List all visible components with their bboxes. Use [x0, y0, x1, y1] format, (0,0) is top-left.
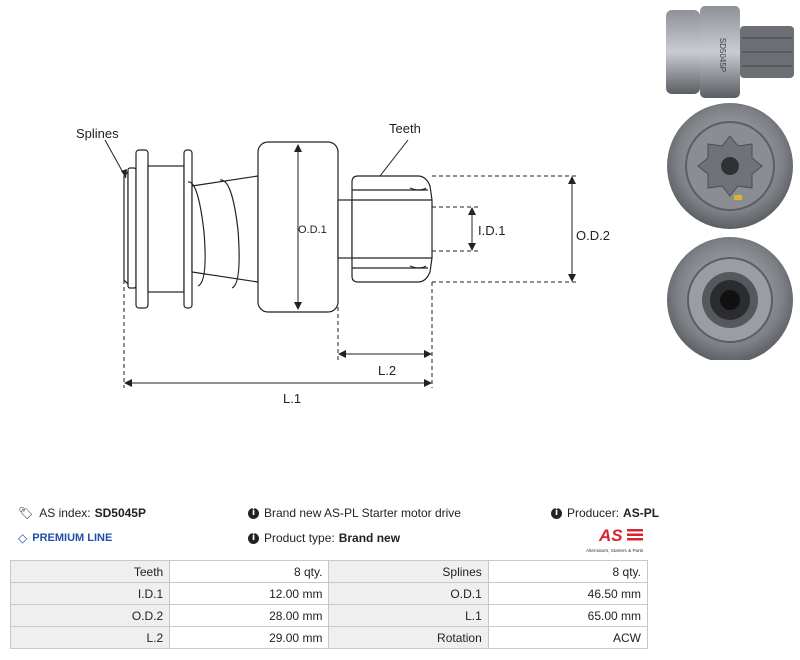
info-icon: i [551, 507, 562, 519]
svg-text:AS: AS [598, 526, 623, 545]
description-text: Brand new AS-PL Starter motor drive [264, 506, 461, 520]
spring-housing [191, 175, 259, 283]
as-pl-logo: AS Alternators, Starters & Parts [586, 526, 644, 553]
premium-line-badge: ◇ PREMIUM LINE [18, 531, 112, 545]
product-type: i Product type: Brand new [248, 531, 400, 545]
as-index: 🏷 AS index: SD5045P [18, 506, 146, 520]
tag-icon: 🏷 [18, 506, 34, 520]
spec-key: Teeth [9, 560, 171, 583]
spec-value: 8 qty. [169, 560, 330, 583]
label-splines: Splines [76, 126, 119, 141]
spec-value: 12.00 mm [169, 582, 330, 605]
pinion-neck [337, 199, 353, 259]
table-row: L.2 29.00 mm Rotation ACW [9, 626, 649, 649]
label-od2: O.D.2 [576, 228, 610, 243]
technical-drawing: Splines Teeth O.D.1 I.D.1 O.D.2 L.2 L.1 [76, 121, 610, 406]
spec-value: 8 qty. [487, 560, 649, 583]
spec-key: I.D.1 [9, 582, 171, 605]
spec-value: 29.00 mm [169, 626, 330, 649]
label-teeth: Teeth [389, 121, 421, 136]
spec-key: L.1 [328, 604, 489, 627]
photo-side-view: SD5045P [666, 6, 794, 98]
as-index-label: AS index: [39, 506, 91, 520]
photo-front-view [667, 103, 793, 229]
pinion-gear [351, 175, 433, 283]
product-photos: SD5045P [666, 6, 794, 360]
spec-key: Splines [328, 560, 489, 583]
label-l2: L.2 [378, 363, 396, 378]
spline-plate [127, 167, 137, 289]
label-l1: L.1 [283, 391, 301, 406]
as-index-value: SD5045P [94, 506, 146, 520]
spec-value: 28.00 mm [169, 604, 330, 627]
photo-rear-view [667, 237, 793, 360]
spring-coil-1 [187, 181, 206, 287]
info-icon: i [248, 532, 259, 544]
table-row: I.D.1 12.00 mm O.D.1 46.50 mm [9, 582, 649, 605]
hub-body [147, 165, 185, 293]
spec-key: O.D.1 [328, 582, 489, 605]
spec-value: ACW [487, 626, 649, 649]
spec-key: L.2 [9, 626, 171, 649]
product-type-label: Product type: [264, 531, 335, 545]
label-id1: I.D.1 [478, 223, 505, 238]
photo-marking: SD5045P [718, 38, 727, 72]
spec-table: Teeth 8 qty. Splines 8 qty. I.D.1 12.00 … [9, 560, 649, 649]
product-type-value: Brand new [338, 531, 401, 545]
info-icon: i [248, 507, 259, 519]
spec-key: Rotation [328, 626, 489, 649]
spec-key: O.D.2 [9, 604, 171, 627]
svg-text:Alternators, Starters & Parts: Alternators, Starters & Parts [586, 548, 644, 553]
premium-line-label: PREMIUM LINE [32, 532, 113, 544]
producer: i Producer: AS-PL [551, 506, 659, 520]
diamond-icon: ◇ [18, 531, 28, 545]
producer-value: AS-PL [623, 506, 660, 520]
spring-coil-2 [219, 179, 240, 289]
label-od1: O.D.1 [298, 224, 327, 236]
producer-label: Producer: [567, 506, 620, 520]
spec-value: 46.50 mm [487, 582, 649, 605]
product-description: i Brand new AS-PL Starter motor drive [248, 506, 461, 520]
spline-disc [135, 149, 149, 309]
spec-value: 65.00 mm [487, 604, 649, 627]
table-row: Teeth 8 qty. Splines 8 qty. [9, 560, 649, 583]
hub-collar [183, 149, 193, 309]
table-row: O.D.2 28.00 mm L.1 65.00 mm [9, 604, 649, 627]
